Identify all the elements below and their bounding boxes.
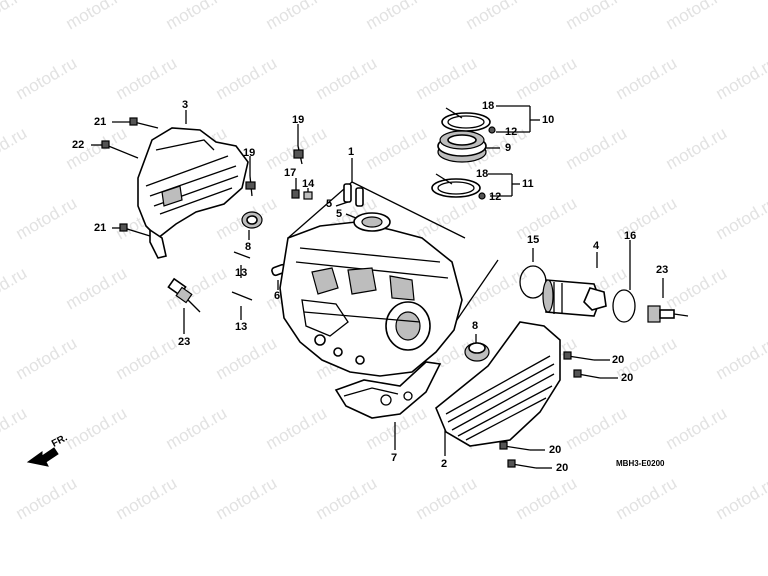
spark-plug-left: [167, 277, 201, 313]
clamp-18-lower: [431, 173, 481, 198]
callout-13-upper: 13: [235, 267, 248, 279]
callout-1: 1: [348, 146, 355, 158]
bolt-22: [101, 140, 139, 159]
callout-14: 14: [302, 178, 315, 190]
bolt-19-top: [293, 145, 304, 165]
cylinder-head: [279, 212, 463, 377]
bolt-21-upper: [129, 117, 159, 129]
seal-8-left: [241, 211, 263, 229]
bolts-20: [499, 351, 601, 469]
insulator-9: [437, 130, 487, 163]
callout-11: 11: [522, 178, 534, 190]
callout-10: 10: [542, 114, 555, 126]
callout-6: 6: [274, 290, 281, 302]
callout-2: 2: [441, 458, 448, 470]
callout-3: 3: [182, 99, 189, 111]
callout-12-upper: 12: [505, 126, 518, 138]
callout-23-left: 23: [178, 336, 191, 348]
callout-21-lower: 21: [94, 222, 107, 234]
side-cover: [435, 321, 561, 447]
o-ring-16: [612, 289, 636, 323]
callout-23-right: 23: [656, 264, 669, 276]
stud-13-upper: [233, 251, 251, 259]
callout-16: 16: [624, 230, 637, 242]
callout-20-c: 20: [549, 444, 562, 456]
bolt-21-lower: [119, 223, 151, 237]
nut-14: [303, 191, 313, 200]
callout-9: 9: [505, 142, 512, 154]
leader-lines: [91, 105, 664, 469]
clamp-18-upper: [441, 107, 491, 132]
callout-17: 17: [284, 167, 297, 179]
head-cover: [137, 127, 249, 259]
callout-18-lower: 18: [476, 168, 489, 180]
callout-8-right: 8: [472, 320, 479, 332]
callout-20-d: 20: [556, 462, 569, 474]
front-arrow: [26, 447, 59, 467]
callout-22: 22: [72, 139, 85, 151]
callout-18-upper: 18: [482, 100, 495, 112]
callout-20-b: 20: [621, 372, 634, 384]
screw-12-upper: [488, 126, 496, 134]
callout-15: 15: [527, 234, 540, 246]
diagram-code: MBH3-E0200: [616, 459, 665, 468]
callout-19-left: 19: [243, 147, 256, 159]
callout-21-upper: 21: [94, 116, 107, 128]
callout-8-left: 8: [245, 241, 252, 253]
bolt-17: [291, 189, 300, 199]
callout-19-top: 19: [292, 114, 305, 126]
bolt-19-left: [245, 175, 256, 197]
callout-20-a: 20: [612, 354, 625, 366]
o-ring-15: [519, 265, 547, 299]
dowels-5: [343, 183, 364, 207]
head-gasket: [334, 361, 442, 419]
callout-5-lower: 5: [336, 208, 343, 220]
spark-plug-right: [647, 305, 689, 323]
stud-13-lower: [231, 291, 253, 301]
callout-12-lower: 12: [489, 191, 502, 203]
joint-4: [542, 279, 607, 317]
callout-13-lower: 13: [235, 321, 248, 333]
callout-7: 7: [391, 452, 398, 464]
callout-5-upper: 5: [326, 198, 333, 210]
seal-8-right: [464, 342, 490, 362]
screw-12-lower: [478, 192, 486, 200]
callout-4: 4: [593, 240, 600, 252]
